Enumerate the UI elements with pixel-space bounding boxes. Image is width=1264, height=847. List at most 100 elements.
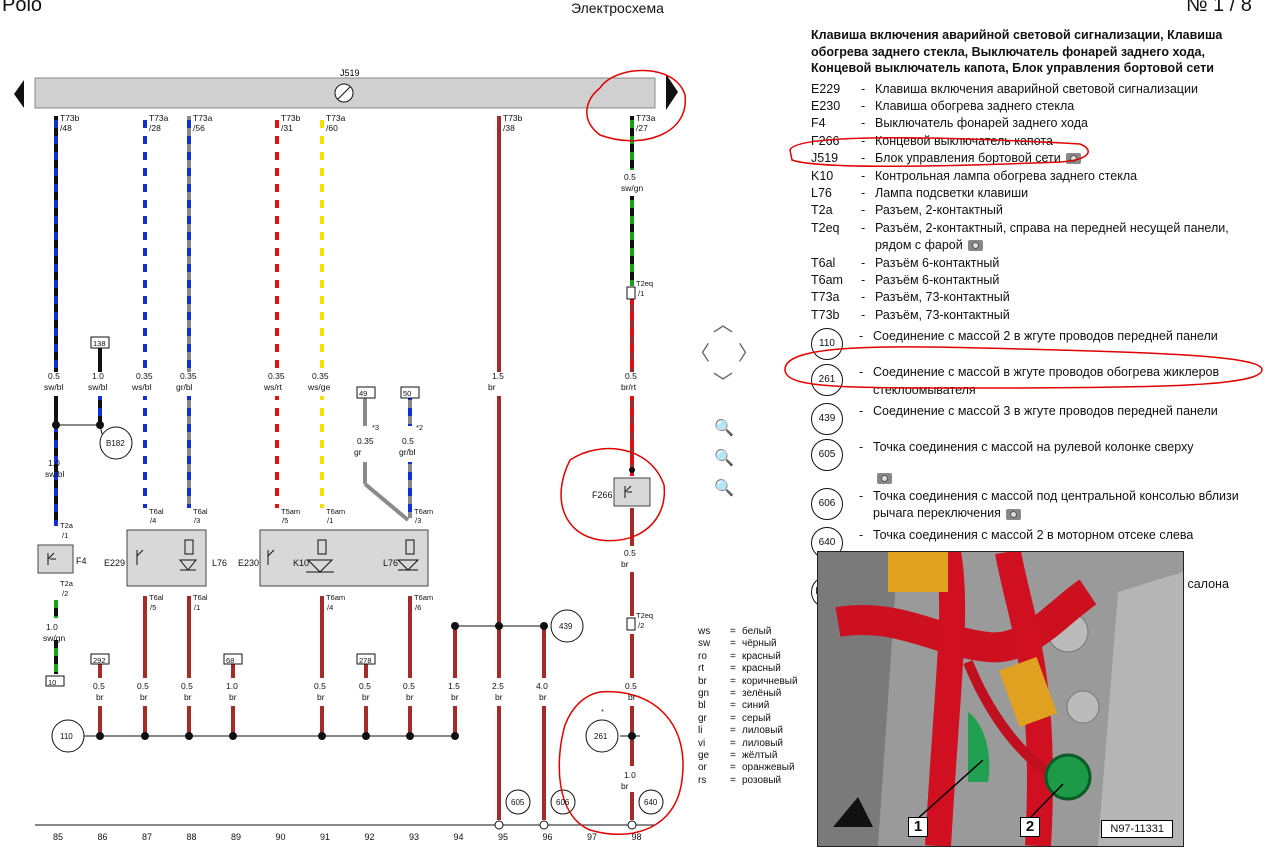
zoom-out-icon[interactable]: 🔍: [714, 480, 734, 497]
page-title: Электросхема: [571, 0, 664, 16]
wire-color: br: [140, 692, 148, 702]
camera-icon[interactable]: [1005, 508, 1021, 520]
color-name: синий: [742, 700, 770, 712]
legend-desc: Разъем, 2-контактный: [875, 203, 1003, 218]
legend-item: T6am-Разъём 6-контактный: [811, 272, 1256, 289]
wire-size: 0.5: [48, 371, 60, 381]
wire-95-upper: [497, 116, 501, 372]
lower-wires: [54, 508, 634, 820]
color-key-item: ro=красный: [698, 650, 781, 662]
color-key-item: gn=зелёный: [698, 688, 782, 700]
legend-item: T6al-Разъём 6-контактный: [811, 255, 1256, 272]
ref-box-label: 10: [48, 678, 56, 687]
wire-50: [408, 398, 412, 426]
wire-87-upper: [143, 116, 147, 372]
column-number: 92: [365, 832, 375, 842]
scroll-right-arrow: [666, 74, 678, 110]
page-number: № 1 / 8: [1186, 0, 1252, 16]
color-key-item: rt=красный: [698, 663, 781, 675]
nav-left-icon[interactable]: 〈: [690, 343, 710, 365]
connector-label: T2a: [60, 521, 74, 530]
column-number: 96: [543, 832, 553, 842]
connector-label: /2: [638, 621, 644, 630]
legend-desc: Лампа подсветки клавиши: [875, 185, 1029, 200]
legend-desc: Точка соединения с массой 2 в моторном о…: [873, 527, 1194, 542]
wire-color: ws/bl: [131, 382, 151, 392]
legend-title: Клавиша включения аварийной световой сиг…: [811, 28, 1223, 75]
ground-code: 606: [811, 488, 843, 520]
ref-box-label: 138: [93, 339, 106, 348]
zoom-fit-icon[interactable]: 🔍: [714, 420, 734, 437]
legend-code: K10: [811, 168, 834, 183]
legend-desc: Точка соединения с массой на рулевой кол…: [873, 440, 1194, 454]
component-label: F266: [592, 490, 613, 500]
note-marker: *3: [372, 423, 379, 432]
wire-86-stub: [98, 348, 102, 372]
wire-color: br: [184, 692, 192, 702]
legend-code: T73a: [811, 290, 840, 305]
top-pin-num: /27: [636, 123, 648, 133]
wiring-diagram: J519: [14, 68, 686, 842]
component-label: L76: [212, 558, 227, 568]
wire-size: 0.35: [357, 436, 374, 446]
ref-box-label: 50: [403, 389, 411, 398]
nav-up-icon[interactable]: ︿: [713, 314, 733, 336]
legend-desc: Соединение с массой 2 в жгуте проводов п…: [873, 329, 1218, 344]
top-pin-conn: T73b: [281, 113, 301, 123]
wire-size: 0.5: [624, 172, 636, 182]
wire-size: 1.0: [92, 371, 104, 381]
camera-icon[interactable]: [1065, 153, 1081, 165]
wire-size: 2.5: [492, 681, 504, 691]
wire-size: 0.5: [314, 681, 326, 691]
nav-right-icon[interactable]: 〉: [738, 343, 758, 365]
color-abbr: rs: [698, 774, 707, 786]
switch-e230: [259, 529, 429, 587]
connector-label: /3: [194, 516, 200, 525]
legend-desc: Разъём, 2-контактный, справа на передней…: [875, 220, 1229, 253]
legend-item: J519-Блок управления бортовой сети: [811, 150, 1256, 167]
legend-desc: Соединение с массой 3 в жгуте проводов п…: [873, 404, 1218, 418]
ground-label: 605: [511, 798, 525, 807]
connector-label: T6al: [193, 507, 208, 516]
component-label: L76: [383, 558, 398, 568]
connector-label: T6am: [326, 507, 345, 516]
wire-98-d: [630, 396, 634, 476]
diagram-labels: T73b/48T73a/28T73a/56T73b/31T73a/60T73b/…: [43, 113, 658, 807]
camera-icon[interactable]: [877, 473, 892, 484]
color-name: белый: [742, 626, 772, 637]
wire-98-c: [630, 298, 634, 372]
column-number: 89: [231, 832, 241, 842]
wire-color: br: [362, 692, 370, 702]
legend-code: T2eq: [811, 220, 840, 235]
wire-size: 0.35: [136, 371, 153, 381]
wire-color: br/rt: [621, 382, 637, 392]
ground-261: [585, 719, 619, 753]
color-abbr: vi: [698, 737, 706, 749]
connector-label: T6am: [414, 507, 433, 516]
top-pin-conn: T73b: [60, 113, 80, 123]
wire-color: br: [488, 382, 496, 392]
top-pin-conn: T73a: [326, 113, 346, 123]
nav-down-icon[interactable]: ﹀: [713, 372, 733, 394]
color-abbr: ws: [698, 626, 711, 637]
color-name: лиловый: [742, 737, 784, 749]
top-pin-num: /48: [60, 123, 72, 133]
wire-color: br: [621, 559, 629, 569]
legend-ground-item: 261-Соединение с массой в жгуте проводов…: [811, 364, 1256, 399]
wire-90-upper: [275, 116, 279, 372]
legend-desc: Соединение с массой в жгуте проводов обо…: [873, 365, 1220, 397]
camera-icon[interactable]: [967, 240, 983, 252]
color-key-item: or=оранжевый: [698, 762, 795, 774]
legend-item: T73b-Разъём, 73-контактный: [811, 307, 1256, 324]
legend-ground-item: 606-Точка соединения с массой под центра…: [811, 488, 1256, 523]
color-name: красный: [742, 663, 781, 675]
wire-50-lower: [408, 462, 412, 518]
wire-91-lower: [320, 396, 324, 508]
color-key-item: rs=розовый: [698, 774, 782, 786]
zoom-in-icon[interactable]: 🔍: [714, 450, 734, 467]
connector-label: T2eq: [636, 279, 653, 288]
legend-desc: Точка соединения с массой под центрально…: [873, 489, 1239, 521]
wire-98-b: [630, 196, 634, 286]
column-number: 86: [98, 832, 108, 842]
